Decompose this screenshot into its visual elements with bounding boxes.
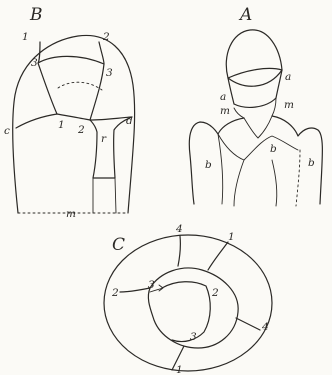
panel-a-caption: A (238, 5, 252, 25)
panel-b-label-inner-1: 1 (58, 119, 65, 131)
panel-b-label-inner-2: 2 (77, 124, 85, 136)
panel-b: B 1 2 3 3 c d 1 2 r m (4, 5, 135, 220)
panel-b-dotted-arc (58, 82, 102, 90)
panel-a-label-m-mid: m (220, 105, 230, 117)
panel-b-label-m: m (66, 208, 76, 220)
panel-c-label-4-top: 4 (175, 223, 183, 235)
panel-a-scale-lower-right (272, 160, 277, 206)
panel-b-label-c: c (4, 125, 10, 137)
panel-b-label-3-left: 3 (31, 57, 38, 69)
panel-c-outer-ring (104, 235, 272, 371)
panel-a-scale-inner (244, 116, 272, 138)
panel-b-right-branch (90, 42, 104, 120)
panel-c-label-2-inner: 2 (211, 287, 219, 299)
panel-c: C 4 1 2 3 2 4 3 1 (104, 223, 272, 375)
panel-b-stalk-right (115, 178, 116, 213)
panel-b-label-r: r (101, 133, 107, 145)
panel-c-chamber (162, 282, 210, 342)
panel-c-label-1-top: 1 (228, 231, 235, 243)
panel-b-caption: B (29, 5, 43, 25)
panel-c-spoke-left (120, 288, 150, 292)
panel-c-spoke-top-right (208, 242, 228, 270)
panel-c-label-3-inner: 3 (148, 279, 155, 291)
panel-a-label-b-left: b (205, 159, 212, 171)
panel-a-label-a-top: a (285, 71, 291, 83)
panel-c-spoke-top (178, 236, 180, 266)
panel-a-label-m-right: m (284, 99, 294, 111)
panel-c-label-1-bottom: 1 (176, 364, 183, 375)
panel-c-label-4-right: 4 (261, 321, 269, 333)
panel-c-caption: C (112, 235, 125, 255)
panel-a-dotted-stem (296, 150, 300, 206)
panel-c-spoke-right (236, 318, 260, 330)
panel-b-label-d: d (126, 115, 133, 127)
panel-a-m-band (234, 98, 276, 118)
panel-a-body (189, 118, 244, 204)
panel-a-upper-ring (228, 68, 282, 86)
panel-b-label-2: 2 (102, 31, 110, 43)
panel-a-cap (226, 30, 282, 78)
panel-a: A a a m m b b b (189, 5, 322, 206)
panel-a-scale-lower-left (218, 134, 223, 204)
panel-a-scale-lower-mid (234, 160, 244, 206)
panel-a-label-b-center: b (270, 143, 277, 155)
panel-c-label-2-left: 2 (111, 287, 119, 299)
panel-c-label-3-lower: 3 (190, 331, 197, 343)
panel-b-label-3-right: 3 (106, 67, 113, 79)
panel-b-inner-arc (38, 56, 104, 64)
panel-b-label-1: 1 (22, 31, 29, 43)
panel-b-left-branch (38, 42, 57, 114)
panel-a-lower-ring (234, 98, 276, 107)
panel-a-label-b-right: b (308, 157, 315, 169)
panel-b-band (16, 114, 132, 128)
panel-a-label-a-mid: a (220, 91, 226, 103)
